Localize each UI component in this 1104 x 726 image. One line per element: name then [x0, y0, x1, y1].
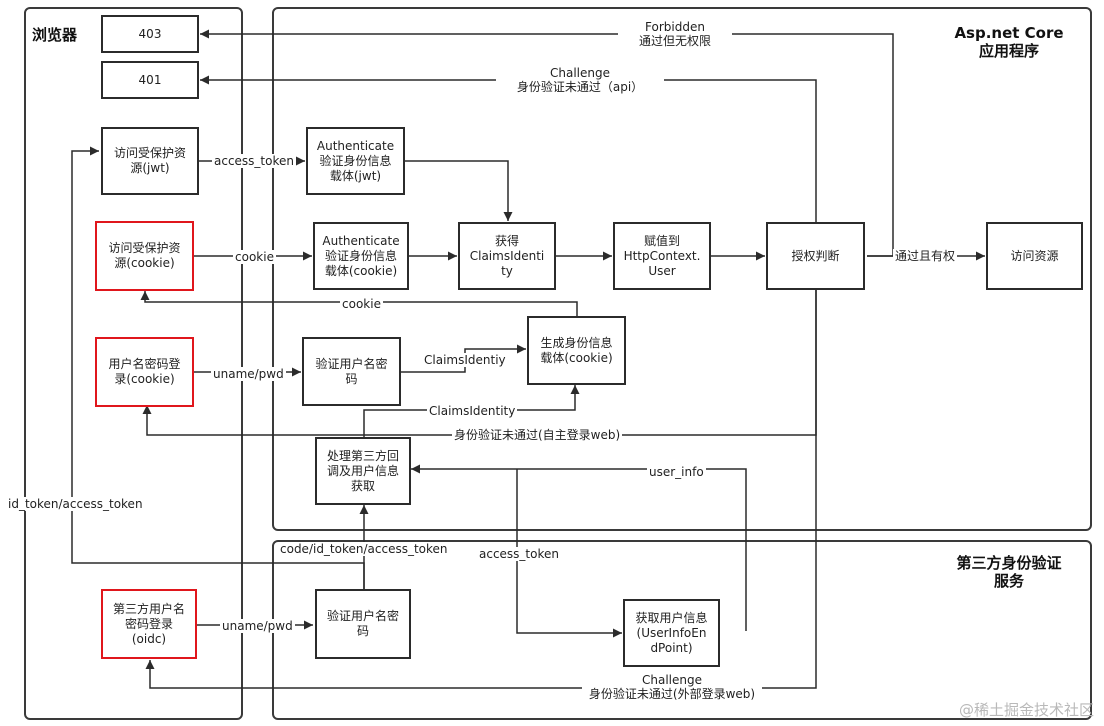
node-403: 403: [101, 15, 199, 53]
node-auth-cookie: Authenticate 验证身份信息 载体(cookie): [313, 222, 409, 290]
label-uname-pwd-cookie: uname/pwd: [211, 367, 286, 381]
node-get-userinfo: 获取用户信息 (UserInfoEn dPoint): [623, 599, 720, 667]
watermark: @稀土掘金技术社区: [958, 701, 1094, 719]
node-access-jwt: 访问受保护资 源(jwt): [101, 127, 199, 195]
edge-challenge-api: [200, 75, 817, 223]
edge-auth-jwt-to-identity: [405, 160, 513, 221]
label-claims-identiy: ClaimsIdentiy: [422, 353, 508, 367]
node-assign-user: 赋值到 HttpContext. User: [613, 222, 711, 290]
label-code-tokens: code/id_token/access_token: [278, 542, 450, 556]
node-login-oidc: 第三方用户名 密码登录 (oidc): [101, 589, 197, 659]
edge-challenge-external-web: [145, 290, 817, 689]
edge-access-token-idp: [516, 469, 622, 638]
node-access-cookie: 访问受保护资 源(cookie): [95, 221, 194, 291]
node-get-identity: 获得 ClaimsIdenti ty: [458, 222, 556, 290]
app-container: [272, 7, 1092, 531]
label-access-token-jwt: access_token: [212, 154, 296, 168]
label-uname-pwd-oidc: uname/pwd: [220, 619, 295, 633]
node-login-cookie: 用户名密码登 录(cookie): [95, 337, 194, 407]
node-gen-identity-cookie: 生成身份信息 载体(cookie): [527, 316, 626, 385]
label-claims-identity: ClaimsIdentity: [427, 404, 518, 418]
idp-title: 第三方身份验证 服务: [956, 554, 1062, 590]
label-cookie-back: cookie: [340, 297, 383, 311]
node-handle-callback: 处理第三方回 调及用户信息 获取: [315, 437, 411, 505]
edge-user-info: [411, 464, 747, 631]
label-forbidden: Forbidden 通过但无权限: [618, 20, 732, 48]
browser-title: 浏览器: [32, 26, 78, 44]
label-challenge-external-web: Challenge 身份验证未通过(外部登录web): [582, 673, 762, 701]
label-id-token-access-token: id_token/access_token: [6, 497, 145, 511]
node-idp-verify-user-pwd: 验证用户名密 码: [315, 589, 411, 659]
label-challenge-api: Challenge 身份验证未通过（api）: [496, 66, 664, 94]
browser-container: [24, 7, 243, 720]
label-pass-authorized: 通过且有权: [893, 249, 958, 263]
node-401: 401: [101, 61, 199, 99]
node-authorize: 授权判断: [766, 222, 865, 290]
label-challenge-self-web: 身份验证未通过(自主登录web): [452, 428, 623, 442]
app-title: Asp.net Core 应用程序: [954, 24, 1064, 60]
node-access-resource: 访问资源: [986, 222, 1083, 290]
label-access-token-idp: access_token: [477, 547, 561, 561]
node-auth-jwt: Authenticate 验证身份信息 载体(jwt): [306, 127, 405, 195]
label-user-info: user_info: [647, 465, 706, 479]
node-verify-user-pwd: 验证用户名密 码: [302, 337, 401, 406]
label-cookie-in: cookie: [233, 250, 276, 264]
